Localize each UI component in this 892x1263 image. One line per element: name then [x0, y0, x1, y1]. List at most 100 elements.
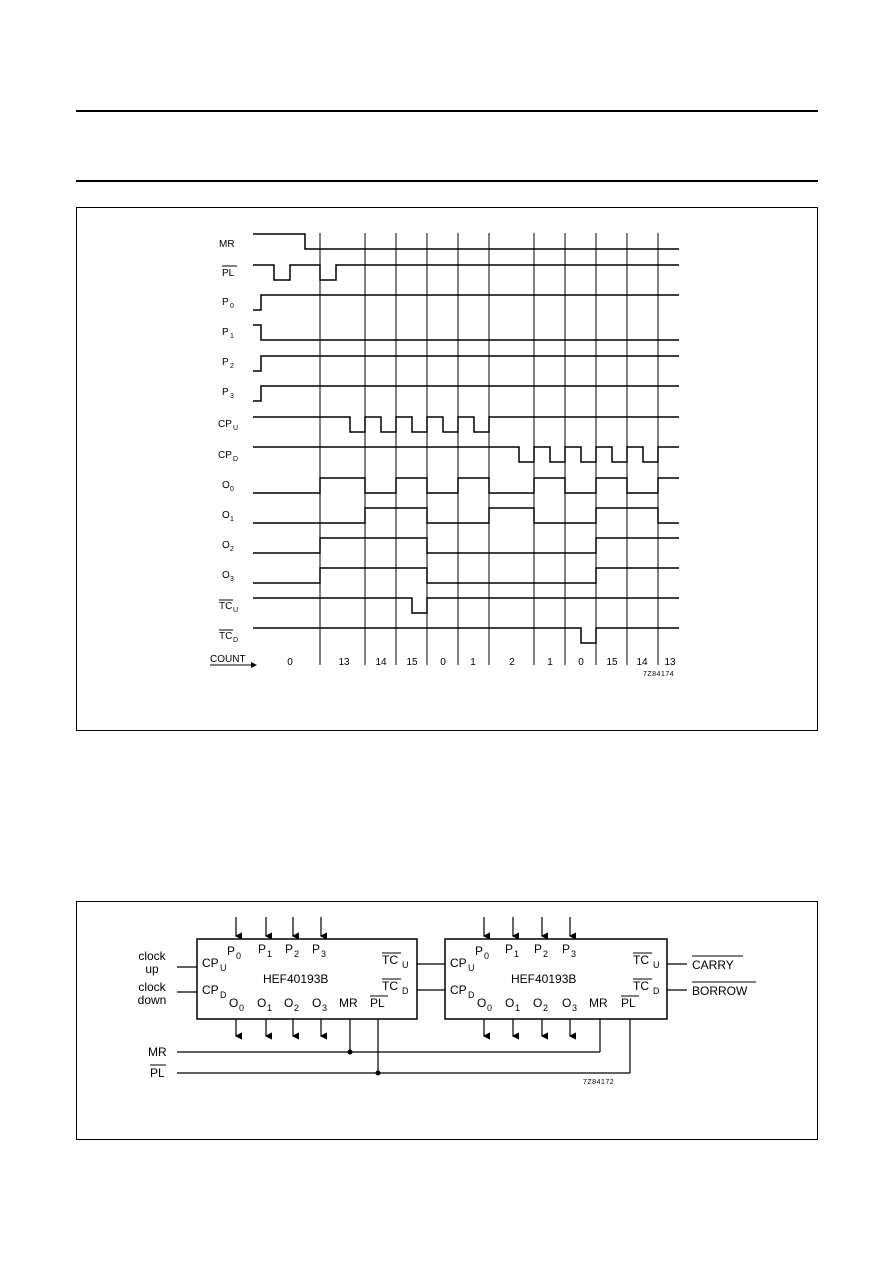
- svg-text:P: P: [505, 942, 513, 956]
- timing-diagram-panel: MR PL P 0 P 1 P 2 P 3 CP U CP D: [76, 207, 818, 731]
- svg-text:3: 3: [321, 949, 326, 959]
- svg-text:U: U: [233, 607, 238, 614]
- signal-label-pl: PL: [222, 265, 237, 279]
- svg-text:P: P: [222, 387, 229, 398]
- svg-text:2: 2: [294, 1003, 299, 1013]
- count-value: 15: [606, 657, 618, 668]
- mr-line-label: MR: [148, 1045, 167, 1059]
- svg-text:P: P: [227, 944, 235, 958]
- svg-text:O: O: [222, 480, 230, 491]
- svg-text:1: 1: [230, 333, 234, 340]
- svg-text:CP: CP: [202, 983, 219, 997]
- svg-text:1: 1: [515, 1003, 520, 1013]
- svg-text:TC: TC: [633, 979, 649, 993]
- svg-text:O: O: [562, 996, 571, 1010]
- svg-text:CP: CP: [450, 983, 467, 997]
- svg-text:O: O: [312, 996, 321, 1010]
- svg-text:BORROW: BORROW: [692, 984, 748, 998]
- svg-text:CP: CP: [450, 956, 467, 970]
- signal-label-mr: MR: [219, 239, 235, 250]
- svg-text:P: P: [222, 327, 229, 338]
- pl-line-label: PL: [150, 1064, 166, 1080]
- chip-1-name: HEF40193B: [263, 972, 328, 986]
- svg-text:PL: PL: [150, 1066, 165, 1080]
- svg-text:D: D: [468, 990, 475, 1000]
- svg-text:1: 1: [267, 1003, 272, 1013]
- svg-text:U: U: [402, 960, 409, 970]
- chip-1-output-arrows: [234, 1019, 327, 1040]
- count-value: 14: [636, 657, 648, 668]
- svg-text:O: O: [222, 540, 230, 551]
- svg-text:up: up: [145, 962, 159, 976]
- svg-text:0: 0: [487, 1003, 492, 1013]
- timing-diagram: MR PL P 0 P 1 P 2 P 3 CP U CP D: [210, 233, 679, 678]
- waveform-cpd: [253, 446, 679, 463]
- waveform-mr: [253, 233, 679, 250]
- svg-text:1: 1: [514, 949, 519, 959]
- svg-text:P: P: [285, 942, 293, 956]
- svg-text:TC: TC: [219, 631, 232, 642]
- mr-junction-dot: [347, 1049, 353, 1055]
- svg-text:O: O: [257, 996, 266, 1010]
- header-rule-bottom: [76, 180, 818, 182]
- svg-text:O: O: [284, 996, 293, 1010]
- svg-text:TC: TC: [633, 953, 649, 967]
- svg-text:0: 0: [230, 486, 234, 493]
- timing-figure-code: 7Z84174: [643, 671, 674, 678]
- header-rule-top: [76, 110, 818, 112]
- signal-label-o1: O 1: [222, 510, 234, 523]
- svg-text:O: O: [222, 570, 230, 581]
- svg-text:CP: CP: [218, 419, 232, 430]
- waveform-p2: [253, 355, 679, 372]
- signal-label-p2: P 2: [222, 357, 234, 370]
- svg-text:U: U: [468, 963, 475, 973]
- signal-label-o0: O 0: [222, 480, 234, 493]
- svg-text:down: down: [138, 993, 167, 1007]
- chip-1-input-arrows: [234, 917, 327, 940]
- svg-text:3: 3: [572, 1003, 577, 1013]
- count-value: 13: [664, 657, 676, 668]
- svg-text:P: P: [222, 297, 229, 308]
- count-value: 0: [578, 657, 584, 668]
- svg-text:1: 1: [267, 949, 272, 959]
- svg-text:D: D: [233, 456, 238, 463]
- chip-2-name: HEF40193B: [511, 972, 576, 986]
- waveform-p1: [253, 324, 679, 341]
- count-value: 14: [375, 657, 387, 668]
- signal-label-p0: P 0: [222, 297, 234, 310]
- svg-text:P: P: [475, 944, 483, 958]
- svg-text:0: 0: [236, 951, 241, 961]
- svg-text:O: O: [533, 996, 542, 1010]
- svg-text:P: P: [312, 942, 320, 956]
- waveform-pl: [253, 264, 679, 281]
- svg-text:2: 2: [230, 363, 234, 370]
- svg-text:COUNT: COUNT: [210, 654, 246, 665]
- svg-text:0: 0: [239, 1003, 244, 1013]
- pl-bus: [177, 1019, 631, 1074]
- svg-text:MR: MR: [219, 239, 235, 250]
- waveform-o3: [253, 567, 679, 584]
- pl-junction-dot: [375, 1070, 381, 1076]
- svg-text:MR: MR: [339, 996, 358, 1010]
- svg-text:0: 0: [230, 303, 234, 310]
- waveform-tcd: [253, 627, 679, 644]
- svg-text:P: P: [534, 942, 542, 956]
- waveform-cpu: [253, 416, 679, 433]
- waveform-tcu: [253, 597, 679, 614]
- signal-label-o2: O 2: [222, 540, 234, 553]
- count-value: 1: [470, 657, 476, 668]
- waveform-p0: [253, 294, 679, 311]
- svg-text:CP: CP: [202, 956, 219, 970]
- svg-text:3: 3: [322, 1003, 327, 1013]
- svg-text:3: 3: [571, 949, 576, 959]
- svg-text:O: O: [505, 996, 514, 1010]
- signal-label-p1: P 1: [222, 327, 234, 340]
- count-value: 13: [338, 657, 350, 668]
- count-value: 2: [509, 657, 515, 668]
- svg-text:0: 0: [484, 951, 489, 961]
- clock-up-label: clock up: [138, 949, 166, 976]
- svg-text:P: P: [258, 942, 266, 956]
